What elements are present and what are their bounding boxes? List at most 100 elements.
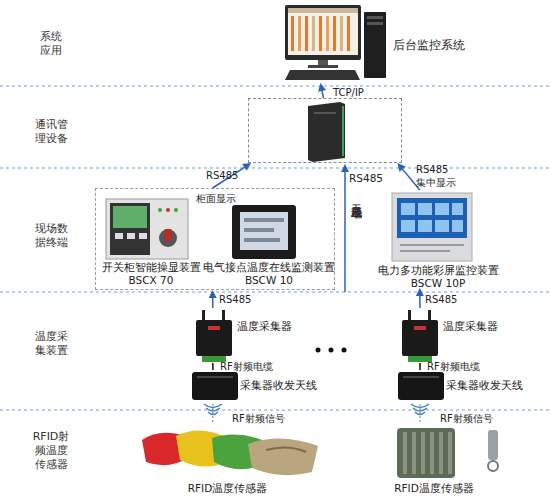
bscw10p-device-part	[392, 193, 472, 261]
node-text: RFID温度传感器	[135, 482, 320, 495]
antenna-device-part	[197, 376, 233, 378]
arrow-head	[397, 163, 405, 172]
connector	[419, 363, 420, 370]
bscx70-device-part	[106, 199, 188, 259]
rfid-sensor-illustration-part	[403, 432, 407, 474]
edge-label: RS485	[206, 170, 238, 183]
rfid-sensor-illustration-part	[439, 432, 443, 474]
bscw10p-device-part	[452, 203, 463, 215]
band-label: RFID射 频温度 传感器	[30, 430, 72, 471]
collector-device-part	[414, 326, 426, 330]
bscx70-device-part	[113, 206, 147, 228]
bscx70-device-part	[166, 208, 170, 212]
collector-device-part	[402, 320, 438, 356]
wireless-symbol-part	[411, 404, 429, 408]
edge-label: RF射频信号	[440, 413, 493, 426]
computer-illustration-part	[318, 60, 328, 65]
computer-illustration-part	[308, 65, 338, 68]
comm-device-part	[342, 106, 344, 156]
edge-label: RS485	[425, 294, 457, 307]
wireless-symbol-part	[413, 408, 427, 411]
band-label: 现场数 据终端	[30, 222, 72, 250]
annotation-label: 柜面显示	[196, 193, 246, 206]
rfid-sensor-illustration-part	[412, 432, 416, 474]
arrow-head	[318, 83, 326, 92]
computer-illustration-part	[285, 70, 360, 80]
connector-line	[420, 402, 421, 422]
antenna-device	[398, 372, 444, 400]
bscw10-device-part	[244, 228, 274, 232]
collector-node: 温度采集器	[193, 308, 303, 363]
antenna-device-part	[403, 376, 439, 378]
connector-line	[212, 363, 214, 370]
rfid-sensor-illustration-part	[397, 428, 455, 478]
edge-label: RF射频电缆	[427, 361, 480, 374]
band-separator-part	[0, 410, 551, 411]
wireless-symbol-part	[415, 412, 425, 415]
wireless-symbol-part	[206, 408, 220, 411]
bscw10p-device-part	[401, 220, 415, 232]
edge-label: RF射频信号	[232, 413, 285, 426]
node-text: 温度采集器	[443, 320, 505, 333]
comm-device-part	[308, 102, 345, 162]
band-separator	[0, 86, 551, 410]
node-text: 开关柜智能操显装置 BSCX 70	[99, 261, 203, 287]
connector-line	[212, 296, 214, 308]
node-text: 采集器收发天线	[240, 379, 325, 392]
computer-illustration-part	[326, 16, 329, 51]
collector-device-part	[208, 326, 220, 330]
collector-device	[402, 310, 438, 362]
antenna-device	[192, 372, 238, 400]
collector-node: 温度采集器	[400, 308, 505, 363]
bscx70-device-part	[139, 233, 147, 239]
computer-illustration-part	[305, 16, 308, 51]
bscw10p-device-part	[401, 203, 415, 215]
antenna-device-part	[192, 372, 238, 400]
bscw10p-device-part	[400, 244, 464, 246]
rfid-sensor-illustration-part	[266, 447, 306, 452]
bscw10-device-part	[244, 238, 280, 242]
bscx70-device-part	[165, 229, 171, 241]
annotation-label: 无就地显示	[349, 196, 362, 201]
collector-device	[196, 310, 232, 362]
computer-illustration-part	[312, 16, 315, 51]
node-text: 采集器收发天线	[446, 379, 526, 392]
sensor-node: RFID温度传感器	[390, 422, 515, 497]
band-label: 系统 应用	[30, 30, 72, 58]
device-node: 电力多功能彩屏监控装置 BSCW 10P	[368, 190, 508, 288]
node-text: 电力多功能彩屏监控装置 BSCW 10P	[368, 264, 508, 290]
band-separator-part	[0, 168, 551, 169]
connector	[212, 363, 213, 370]
rfid-sensor-illustration-part	[488, 430, 498, 460]
ellipsis-dots-part	[316, 348, 321, 353]
band-separator-part	[0, 86, 551, 87]
device-node: 开关柜智能操显装置 BSCX 70	[99, 193, 203, 288]
node-text: RFID温度传感器	[386, 482, 482, 495]
antenna-node: 采集器收发天线	[190, 370, 325, 402]
edge-label: RF射频电缆	[220, 361, 273, 374]
comm-box	[248, 98, 402, 163]
ellipsis-dots-part	[342, 348, 347, 353]
collector-device-part	[196, 320, 232, 356]
connector-line	[322, 89, 324, 98]
antenna-device-part	[398, 372, 444, 400]
connector-line	[419, 363, 421, 370]
node-text: 后台监控系统	[393, 38, 473, 53]
bscx70-device	[106, 199, 188, 259]
arrow-head	[242, 163, 251, 171]
computer-illustration-part	[288, 8, 358, 13]
direct-rs485-arrow-part	[341, 164, 349, 172]
wireless-symbol	[204, 404, 429, 415]
connector	[209, 290, 217, 308]
bscw10p-device	[392, 193, 472, 261]
bscx70-device-part	[159, 229, 177, 247]
computer-illustration-part	[285, 5, 361, 60]
comm-device-part	[314, 112, 336, 114]
rfid-sensor-illustration-part	[488, 461, 498, 471]
edge-label: RS485	[416, 164, 448, 177]
bscx70-device-part	[158, 208, 162, 212]
computer-node: 后台监控系统	[283, 3, 470, 83]
connector	[318, 83, 326, 98]
node-text: 温度采集器	[237, 320, 303, 333]
